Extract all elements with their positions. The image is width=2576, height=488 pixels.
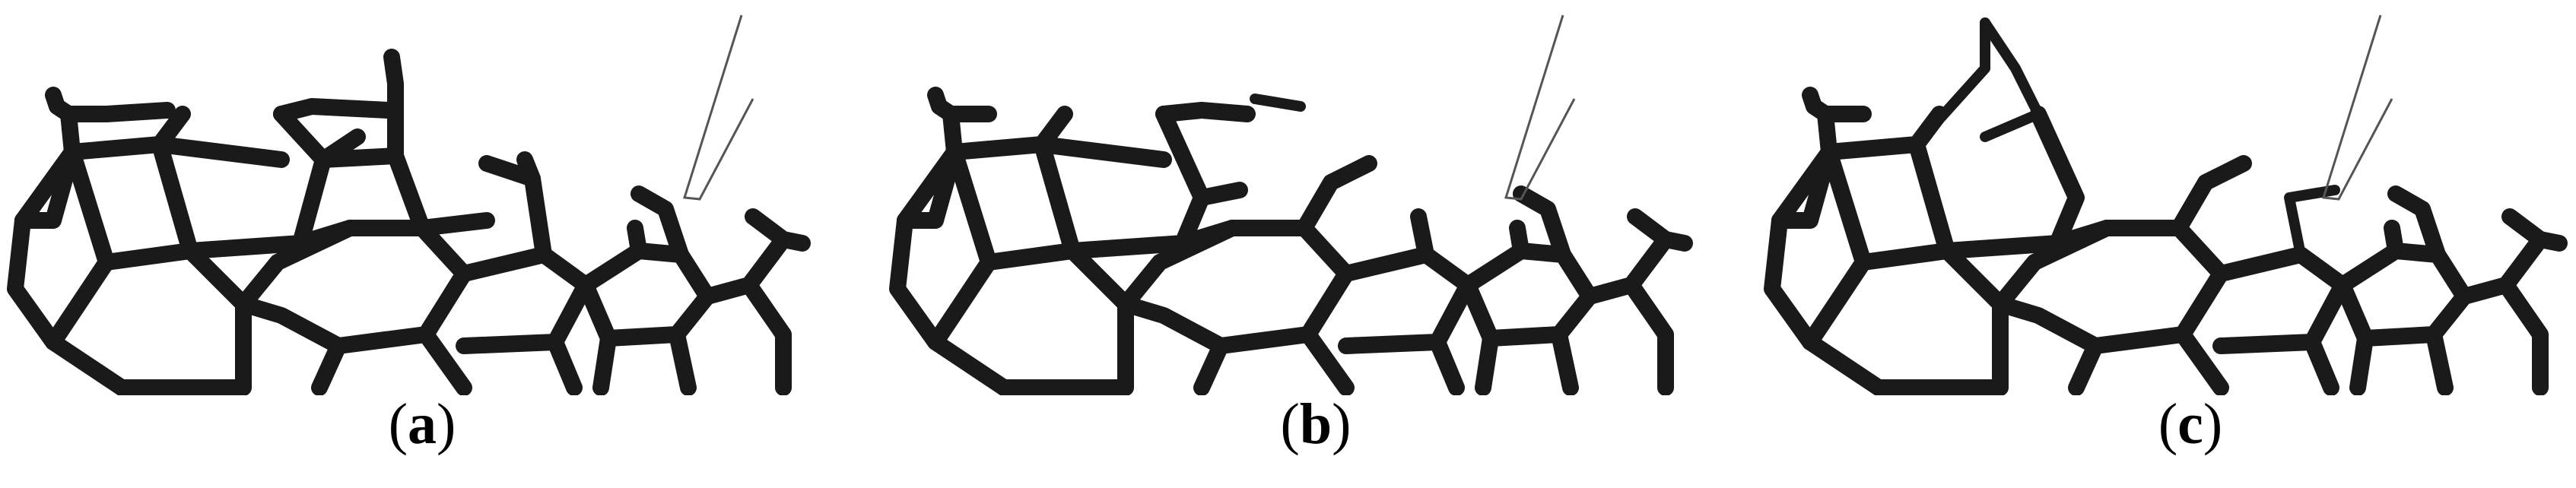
caption-a-close: )	[437, 392, 456, 456]
caption-b-close: )	[1332, 392, 1352, 456]
caption-b-letter: b	[1299, 392, 1332, 456]
caption-a-letter: a	[408, 392, 437, 456]
panel-c	[1757, 0, 2576, 395]
caption-a: (a)	[346, 395, 498, 453]
foam-network-c	[1764, 14, 2568, 395]
caption-a-open: (	[388, 392, 408, 456]
caption-b: (b)	[1240, 395, 1392, 453]
foam-network-b	[889, 14, 1693, 395]
caption-c-close: )	[2203, 392, 2223, 456]
panel-b	[882, 0, 1719, 395]
caption-c-letter: c	[2177, 392, 2203, 456]
caption-b-open: (	[1280, 392, 1300, 456]
foam-network-a	[7, 14, 811, 395]
caption-c: (c)	[2114, 395, 2266, 453]
panel-a	[0, 0, 837, 395]
caption-c-open: (	[2158, 392, 2178, 456]
